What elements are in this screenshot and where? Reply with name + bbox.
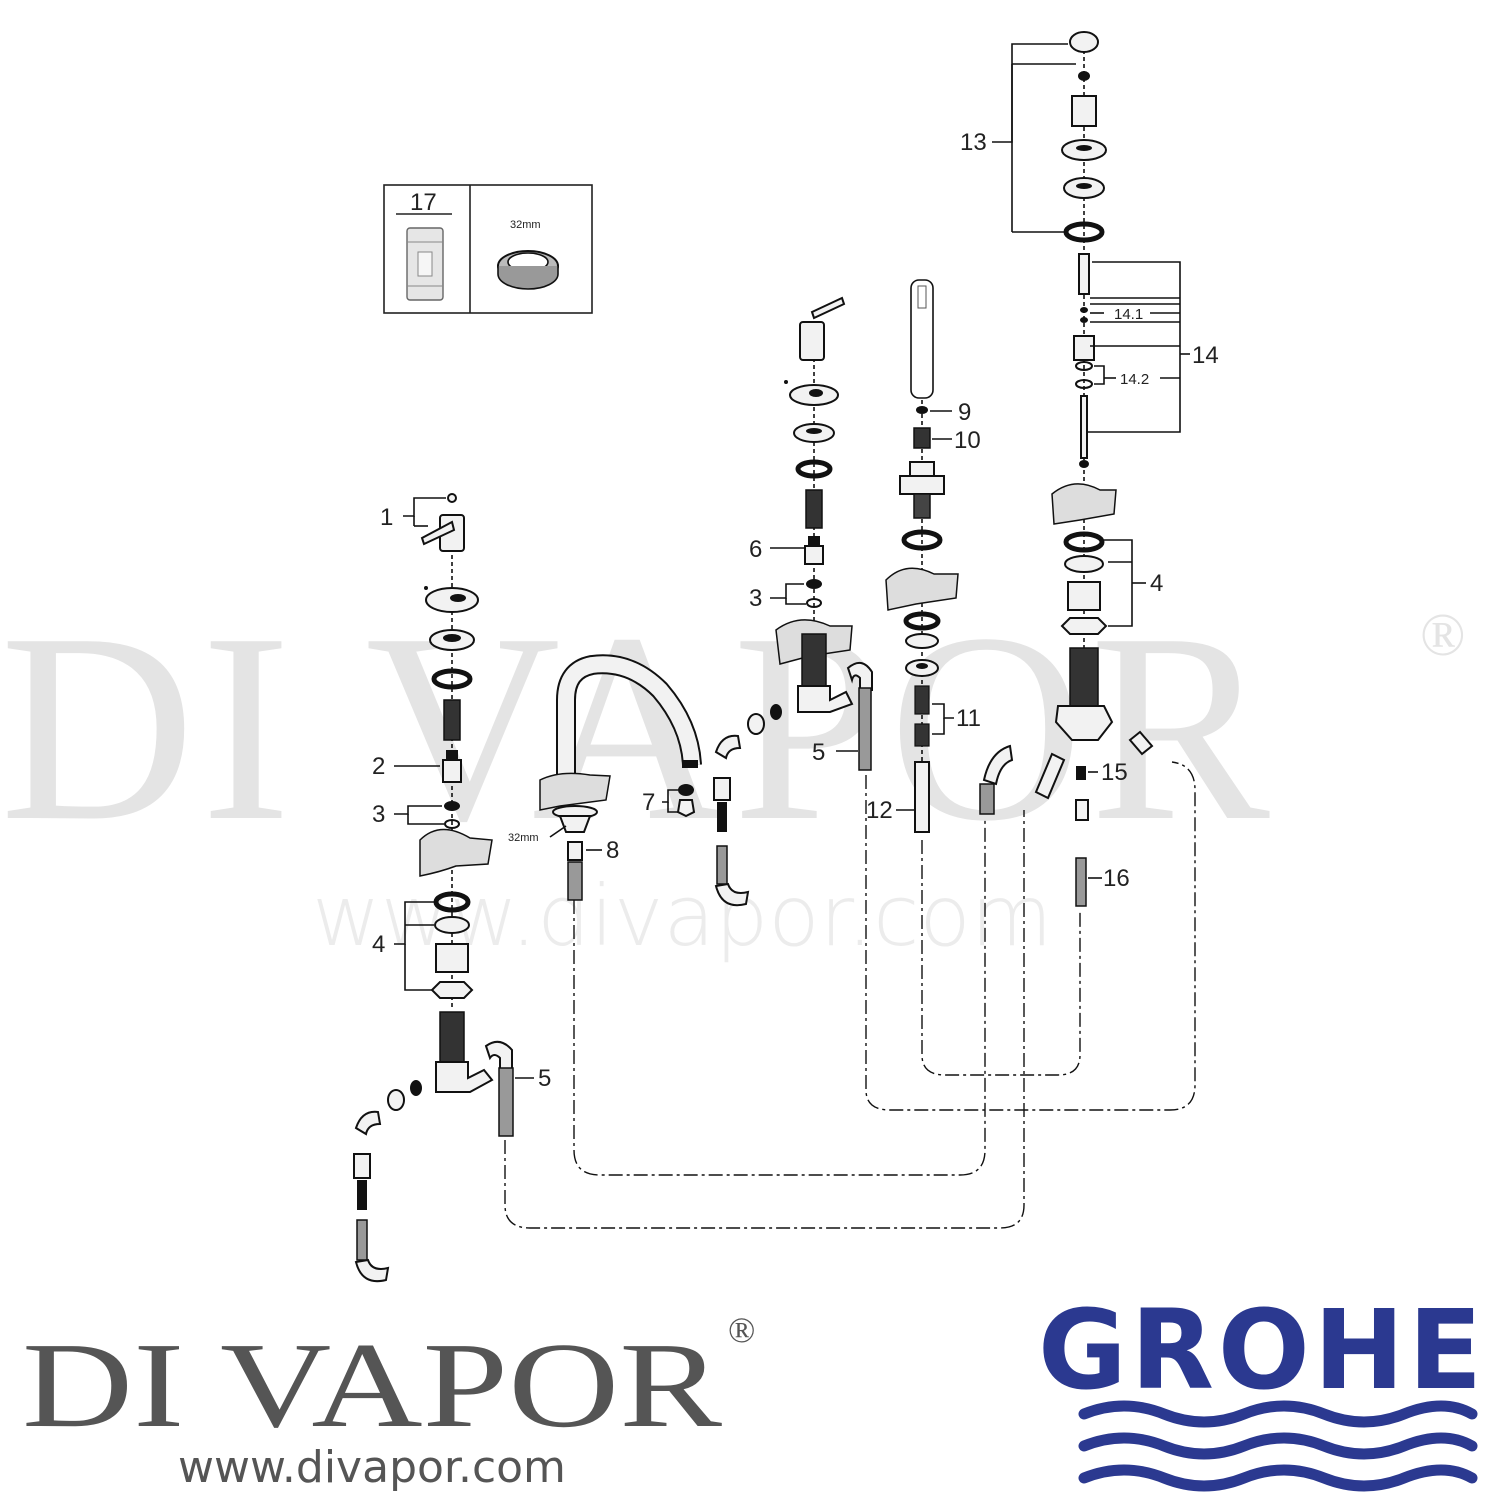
inset-size-label: 32mm (510, 219, 541, 231)
callout-3-left: 3 (372, 801, 385, 828)
headpart-cartridge (442, 750, 462, 783)
aerator (678, 784, 694, 796)
watermark-registered-mark: ® (1420, 602, 1466, 668)
callout-8: 8 (606, 837, 619, 864)
callout-5-middle: 5 (812, 739, 825, 766)
handshower-assembly (885, 279, 959, 833)
callout-labels: 1 2 3 4 5 6 3 7 8 5 9 10 11 12 13 14 14.… (372, 129, 1219, 1092)
callout-6: 6 (749, 536, 762, 563)
diverter-body (1054, 705, 1114, 741)
watermark-url: www.divapor.com (312, 867, 1053, 965)
brand-registered-mark: ® (728, 1310, 755, 1350)
callout-1: 1 (380, 504, 393, 531)
flexible-hose (498, 1067, 514, 1137)
middle-valve-assembly (713, 296, 873, 907)
valve-tee-body (435, 1061, 494, 1093)
seal-washer (444, 801, 460, 811)
spout-size-label: 32mm (508, 832, 539, 844)
callout-5-left: 5 (538, 1065, 551, 1092)
lock-nut (430, 981, 474, 999)
callout-9: 9 (958, 399, 971, 426)
spout-hose (567, 861, 583, 901)
diverter-threaded-shank (1069, 647, 1099, 707)
callout-16: 16 (1103, 865, 1130, 892)
lever-handle-middle (799, 321, 825, 361)
brand-name: DI VAPOR (22, 1318, 723, 1453)
grohe-logo: GROHE (1038, 1286, 1486, 1492)
cartridge-tool-icon (406, 227, 444, 301)
callout-14: 14 (1192, 342, 1219, 369)
flexible-hose-middle (858, 687, 872, 771)
callout-14-1: 14.1 (1114, 306, 1143, 323)
brand-url: www.divapor.com (178, 1442, 566, 1493)
diverter-insert (1071, 95, 1097, 127)
supply-hose (1075, 857, 1087, 907)
callout-7: 7 (642, 789, 655, 816)
diverter-spindle (1078, 253, 1090, 295)
o-ring (431, 668, 473, 690)
handshower (910, 279, 934, 399)
watermark-text: DI VAPOR (0, 578, 1276, 877)
diverter-assembly (979, 31, 1154, 907)
callout-4-right: 4 (1150, 570, 1163, 597)
spacer-sleeve (435, 943, 469, 973)
spout-assembly: 32mm (508, 654, 702, 901)
watermark: DI VAPOR ® www.divapor.com (0, 578, 1466, 965)
inset-box-part-17: 17 32mm (383, 184, 593, 314)
callout-4-left: 4 (372, 931, 385, 958)
callout-11: 11 (956, 705, 981, 732)
spindle-extension (443, 699, 461, 741)
hose-guide-insert (913, 427, 931, 449)
callout-13: 13 (960, 129, 987, 156)
handshower-holder (899, 475, 945, 495)
spout-ring-icon (497, 250, 559, 290)
grohe-wordmark: GROHE (1038, 1286, 1486, 1414)
divapor-brand: DI VAPOR ® www.divapor.com (22, 1310, 755, 1493)
inset-part-number: 17 (410, 189, 437, 216)
headpart-cartridge-middle (804, 536, 824, 565)
threaded-shank (439, 1011, 465, 1065)
hose-weight-connector (914, 761, 930, 833)
callout-10: 10 (954, 427, 981, 454)
deck-surface-cutout (419, 828, 493, 877)
callout-2: 2 (372, 753, 385, 780)
elbow-connector (354, 1110, 382, 1136)
callout-12: 12 (866, 797, 893, 824)
callout-3-middle: 3 (749, 585, 762, 612)
diverter-knob (1069, 31, 1099, 53)
left-valve-assembly (353, 493, 514, 1283)
hose-routing-lines (504, 761, 1196, 1229)
callout-14-2: 14.2 (1120, 371, 1149, 388)
leader-lines (394, 43, 1190, 1079)
lever-handle (420, 493, 465, 552)
grohe-waves-icon (1078, 1400, 1478, 1492)
callout-15: 15 (1101, 759, 1128, 786)
